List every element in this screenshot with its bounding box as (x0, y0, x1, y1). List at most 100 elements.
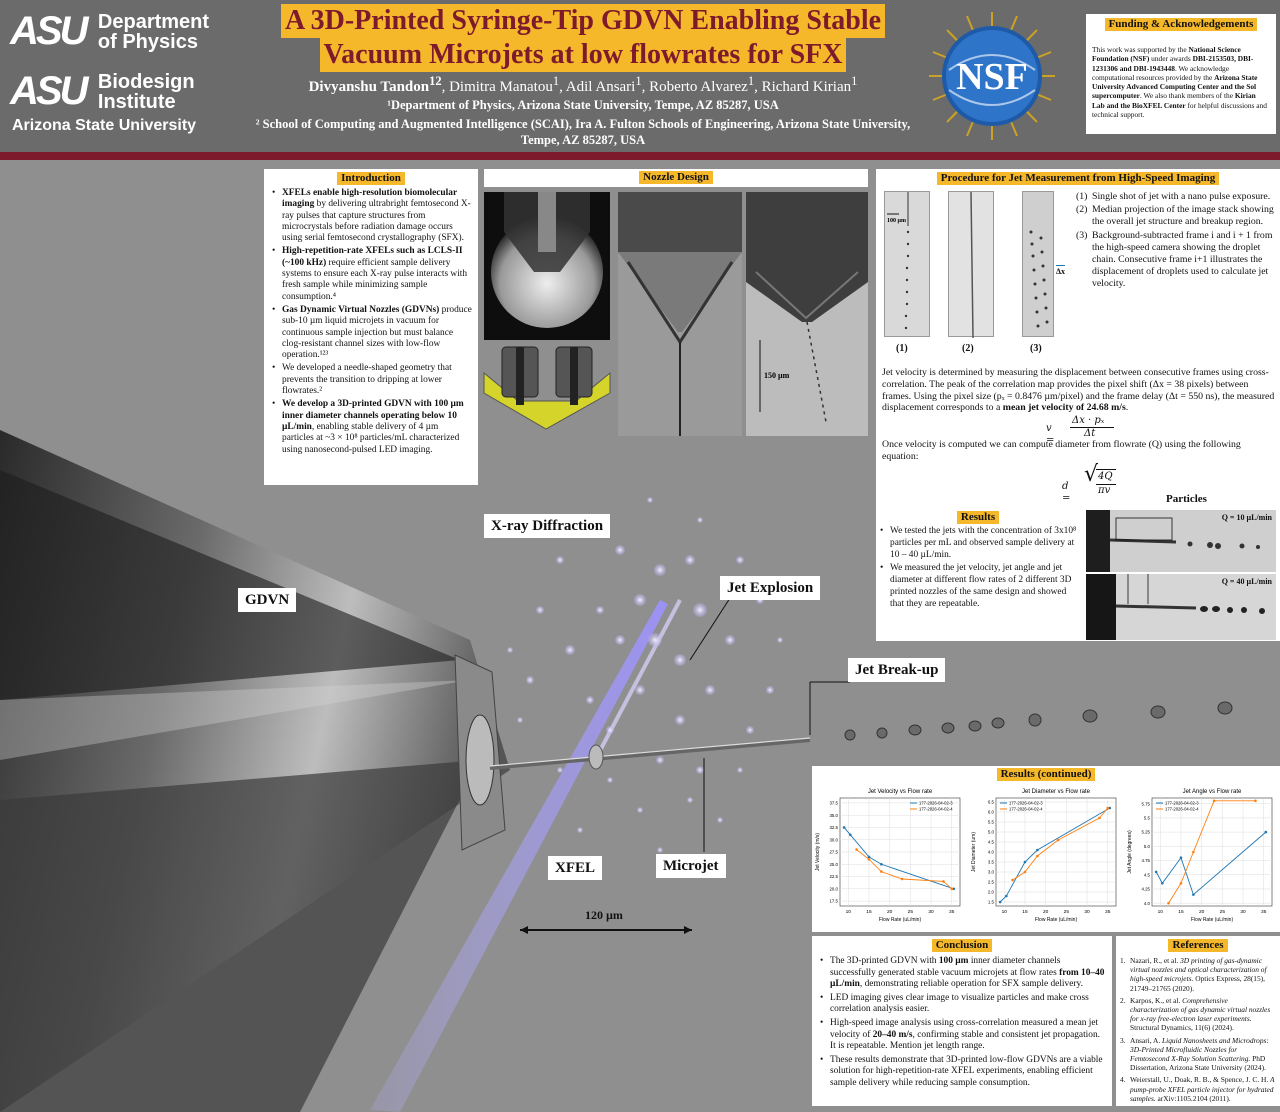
data-point (1056, 838, 1060, 842)
velocity-description: Jet velocity is determined by measuring … (882, 367, 1275, 414)
y-tick-label: 32.5 (829, 825, 838, 830)
gdvn-highlight-shape (0, 680, 470, 760)
author-name: Richard Kirian (761, 79, 852, 95)
data-point (1108, 806, 1112, 810)
gdvn-lower-shape (0, 760, 480, 1112)
introduction-title: Introduction (337, 172, 405, 185)
y-tick-label: 4.0 (1144, 901, 1151, 906)
jet-image-single-shot: 100 µm (884, 191, 930, 337)
data-point (998, 900, 1002, 904)
procedure-steps: (1)Single shot of jet with a nano pulse … (1076, 191, 1276, 292)
gdvn-render-scene (0, 430, 1233, 1112)
data-point (867, 858, 871, 861)
particles-label: Particles (1166, 493, 1207, 505)
xfel-beam-core (593, 599, 682, 761)
legend-entry: 177-2026-04-02-3 (919, 801, 953, 806)
x-tick-label: 35 (1261, 909, 1267, 915)
data-point (1179, 881, 1183, 885)
y-tick-label: 30.0 (829, 837, 838, 842)
list-item: LED imaging gives clear image to visuali… (818, 993, 1106, 1016)
label-jet-explosion: Jet Explosion (720, 576, 821, 600)
y-axis-label: Jet Velocity (m/s) (815, 833, 821, 871)
title-line-1: A 3D-Printed Syringe-Tip GDVN Enabling S… (280, 4, 886, 38)
jet-image-background-subtracted (1022, 191, 1054, 337)
strip-label-3: (3) (1030, 343, 1042, 354)
x-tick-label: 30 (928, 909, 934, 915)
data-point (952, 887, 956, 891)
poster-title: A 3D-Printed Syringe-Tip GDVN Enabling S… (252, 4, 914, 72)
nozzle-micrograph-2 (618, 192, 742, 436)
legend-entry: 177-2026-04-02-4 (1165, 807, 1199, 812)
procedure-title: Procedure for Jet Measurement from High-… (936, 172, 1220, 185)
list-item: The 3D-printed GDVN with 100 µm inner di… (818, 956, 1106, 991)
y-tick-label: 25.0 (829, 862, 838, 867)
list-item: High-speed image analysis using cross-co… (818, 1018, 1106, 1053)
author-name: Dimitra Manatou (449, 79, 553, 95)
y-tick-label: 6.5 (988, 800, 995, 805)
conclusion-title: Conclusion (931, 939, 993, 952)
data-point (880, 870, 883, 873)
y-tick-label: 1.5 (988, 900, 995, 905)
flowrate-label-10: Q = 10 µL/min (1221, 513, 1272, 522)
x-tick-label: 10 (1002, 909, 1008, 915)
x-tick-label: 30 (1240, 909, 1246, 915)
microjet-highlight (489, 737, 811, 767)
strip-label-1: (1) (896, 343, 908, 354)
references-panel: References 1.Nazari, R., et al. 3D print… (1116, 936, 1280, 1106)
chart-title: Jet Angle vs Flow rate (1183, 789, 1242, 795)
y-tick-label: 4.25 (1141, 887, 1150, 892)
data-point (1023, 870, 1027, 874)
y-tick-label: 4.5 (988, 840, 995, 845)
asu-university-name: Arizona State University (12, 117, 197, 134)
y-tick-label: 2.0 (988, 890, 995, 895)
asu-logo-mark-2: ASU (10, 69, 88, 113)
procedure-panel: Procedure for Jet Measurement from High-… (876, 169, 1280, 641)
data-point (900, 877, 904, 881)
x-tick-label: 20 (887, 909, 893, 915)
data-point (1036, 854, 1039, 858)
x-axis-label: Flow Rate (uL/min) (1191, 917, 1234, 923)
data-point (880, 862, 883, 866)
legend-entry: 177-2026-04-02-3 (1009, 801, 1043, 806)
y-tick-label: 5.25 (1141, 830, 1150, 835)
asu-physics-logo: ASU Department of Physics (10, 9, 209, 53)
x-tick-label: 10 (846, 909, 852, 915)
results-continued-panel: Results (continued) Jet Velocity vs Flow… (812, 766, 1280, 932)
particle-image-10: Q = 10 µL/min (1086, 510, 1276, 572)
data-point (1192, 850, 1195, 854)
series-line (856, 849, 953, 890)
diffraction-pattern (507, 497, 783, 853)
explosion-callout-line (689, 597, 731, 661)
data-point (1192, 893, 1195, 896)
y-tick-label: 20.0 (829, 886, 838, 891)
data-point (950, 887, 954, 891)
jet-image-median-projection (948, 191, 994, 339)
y-tick-label: 2.5 (988, 880, 995, 885)
y-tick-label: 5.0 (988, 830, 995, 835)
y-tick-label: 3.0 (988, 870, 995, 875)
data-point (1036, 848, 1039, 852)
asu-logo-mark: ASU (10, 9, 88, 53)
x-tick-label: 35 (949, 909, 955, 915)
affiliation-2: ² School of Computing and Augmented Inte… (255, 117, 911, 147)
funding-title: Funding & Acknowledgements (1104, 18, 1258, 31)
y-tick-label: 35.0 (829, 813, 838, 818)
x-tick-label: 15 (866, 909, 872, 915)
legend-entry: 177-2026-04-02-4 (919, 807, 953, 812)
y-axis-label: Jet Diameter (um) (971, 832, 977, 872)
y-tick-label: 5.5 (988, 820, 995, 825)
asu-biodesign-logo: ASU Biodesign Institute (10, 69, 195, 113)
data-point (1167, 901, 1170, 905)
legend-entry: 177-2026-04-02-4 (1009, 807, 1043, 812)
y-tick-label: 4.5 (1144, 872, 1151, 877)
y-tick-label: 3.5 (988, 860, 995, 865)
x-tick-label: 10 (1158, 909, 1164, 915)
affiliation-1: ¹Department of Physics, Arizona State Un… (387, 98, 779, 112)
delta-x-label: Δx (1056, 265, 1066, 278)
results-title: Results (956, 511, 1000, 524)
logo-physics-line2: of Physics (97, 31, 198, 53)
data-point (867, 855, 871, 859)
data-point (1254, 799, 1257, 803)
logo-biodesign-line2: Institute (97, 91, 176, 113)
